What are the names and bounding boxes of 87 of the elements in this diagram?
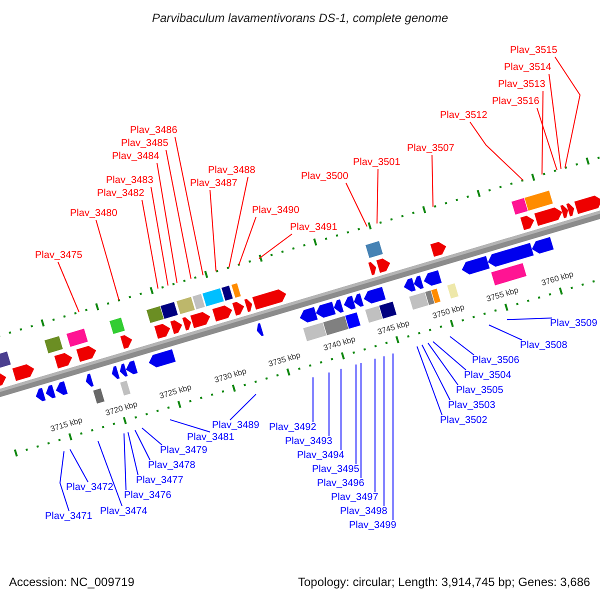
leader-line (392, 353, 394, 520)
gene-label: Plav_3491 (290, 222, 338, 234)
leader-line (174, 136, 204, 276)
gene-label: Plav_3508 (520, 340, 568, 352)
gene-label: Plav_3492 (269, 422, 316, 434)
genome-summary-text: Topology: circular; Length: 3,914,745 bp; Genes: 3,686 (298, 575, 590, 589)
gene-label: Plav_3472 (66, 482, 114, 494)
gene-label: Plav_3474 (100, 506, 148, 518)
leader-line (258, 234, 292, 260)
gene-label: Plav_3514 (504, 62, 552, 74)
leader-line (60, 450, 70, 512)
leader-line (554, 56, 581, 168)
gene-label: Plav_3493 (285, 436, 332, 448)
gene-label: Plav_3480 (70, 208, 118, 220)
gene-label: Plav_3509 (550, 318, 598, 330)
gene-label: Plav_3488 (208, 165, 256, 177)
gene-label: Plav_3479 (160, 445, 208, 457)
gene-label: Plav_3496 (317, 478, 364, 490)
gene-label: Plav_3476 (124, 490, 172, 502)
leader-line (376, 168, 378, 224)
leader-line (542, 90, 544, 175)
accession-text: Accession: NC_009719 (9, 575, 134, 589)
leader-line (360, 362, 362, 478)
leader-line (328, 372, 330, 436)
gene-label: Plav_3512 (440, 110, 488, 122)
leader-line (422, 344, 450, 400)
gene-label: Plav_3482 (97, 188, 144, 200)
gene-label: Plav_3487 (190, 178, 238, 190)
gene-label: Plav_3505 (456, 385, 504, 397)
leader-line (96, 220, 120, 301)
gene-label: Plav_3486 (130, 125, 178, 137)
gene-label: Plav_3502 (440, 415, 488, 427)
leader-line (142, 428, 162, 446)
leader-line (58, 262, 80, 312)
gene-label: Plav_3475 (35, 250, 82, 262)
gene-label: Plav_3501 (353, 157, 400, 169)
leader-line (312, 376, 314, 422)
leader-line (134, 430, 150, 460)
leader-line (548, 74, 562, 170)
gene-label: Plav_3478 (148, 460, 196, 472)
leader-line (470, 122, 524, 181)
leader-line (488, 324, 522, 340)
leader-line (428, 342, 458, 386)
leader-line (374, 358, 376, 492)
leader-line (346, 182, 368, 227)
gene-label: Plav_3504 (464, 370, 512, 382)
leader-line (166, 150, 192, 280)
leader-line (150, 186, 168, 286)
gene-label: Plav_3490 (252, 205, 300, 217)
leader-line (238, 216, 256, 265)
gene-label: Plav_3483 (106, 175, 154, 187)
gene-label: Plav_3477 (136, 475, 184, 487)
leader-line (170, 419, 210, 432)
gene-label: Plav_3484 (112, 151, 160, 163)
leader-line (432, 154, 434, 208)
leader-line (230, 394, 256, 420)
leader-line (124, 432, 126, 490)
gene-label: Plav_3481 (187, 432, 234, 444)
gene-label: Plav_3498 (340, 506, 388, 518)
gene-label: Plav_3485 (121, 138, 168, 150)
leader-line (506, 318, 552, 320)
leader-line (450, 336, 474, 356)
gene-label: Plav_3494 (297, 450, 344, 462)
leader-line (142, 200, 158, 290)
title: Parvibaculum lavamentivorans DS-1, complete genome (152, 11, 448, 25)
gene-label: Plav_3489 (212, 420, 260, 432)
gene-label: Plav_3495 (312, 464, 360, 476)
gene-label: Plav_3516 (492, 96, 540, 108)
leader-line (156, 162, 178, 284)
leader-line (128, 432, 138, 476)
leader-line (432, 341, 466, 370)
leader-line (210, 190, 216, 272)
gene-label: Plav_3497 (331, 492, 378, 504)
leader-line (416, 346, 442, 416)
gene-label: Plav_3499 (349, 520, 396, 532)
leader-line (340, 368, 342, 450)
gene-label: Plav_3503 (448, 400, 496, 412)
gene-label: Plav_3471 (45, 511, 92, 523)
gene-label: Plav_3507 (407, 143, 454, 155)
leader-line (228, 176, 248, 268)
gene-label: Plav_3506 (472, 355, 520, 367)
leader-line (536, 108, 558, 171)
leader-line (98, 440, 122, 506)
gene-label: Plav_3513 (498, 79, 546, 91)
gene-label: Plav_3500 (301, 171, 348, 183)
leader-line (70, 448, 88, 482)
gene-label: Plav_3515 (510, 45, 558, 57)
